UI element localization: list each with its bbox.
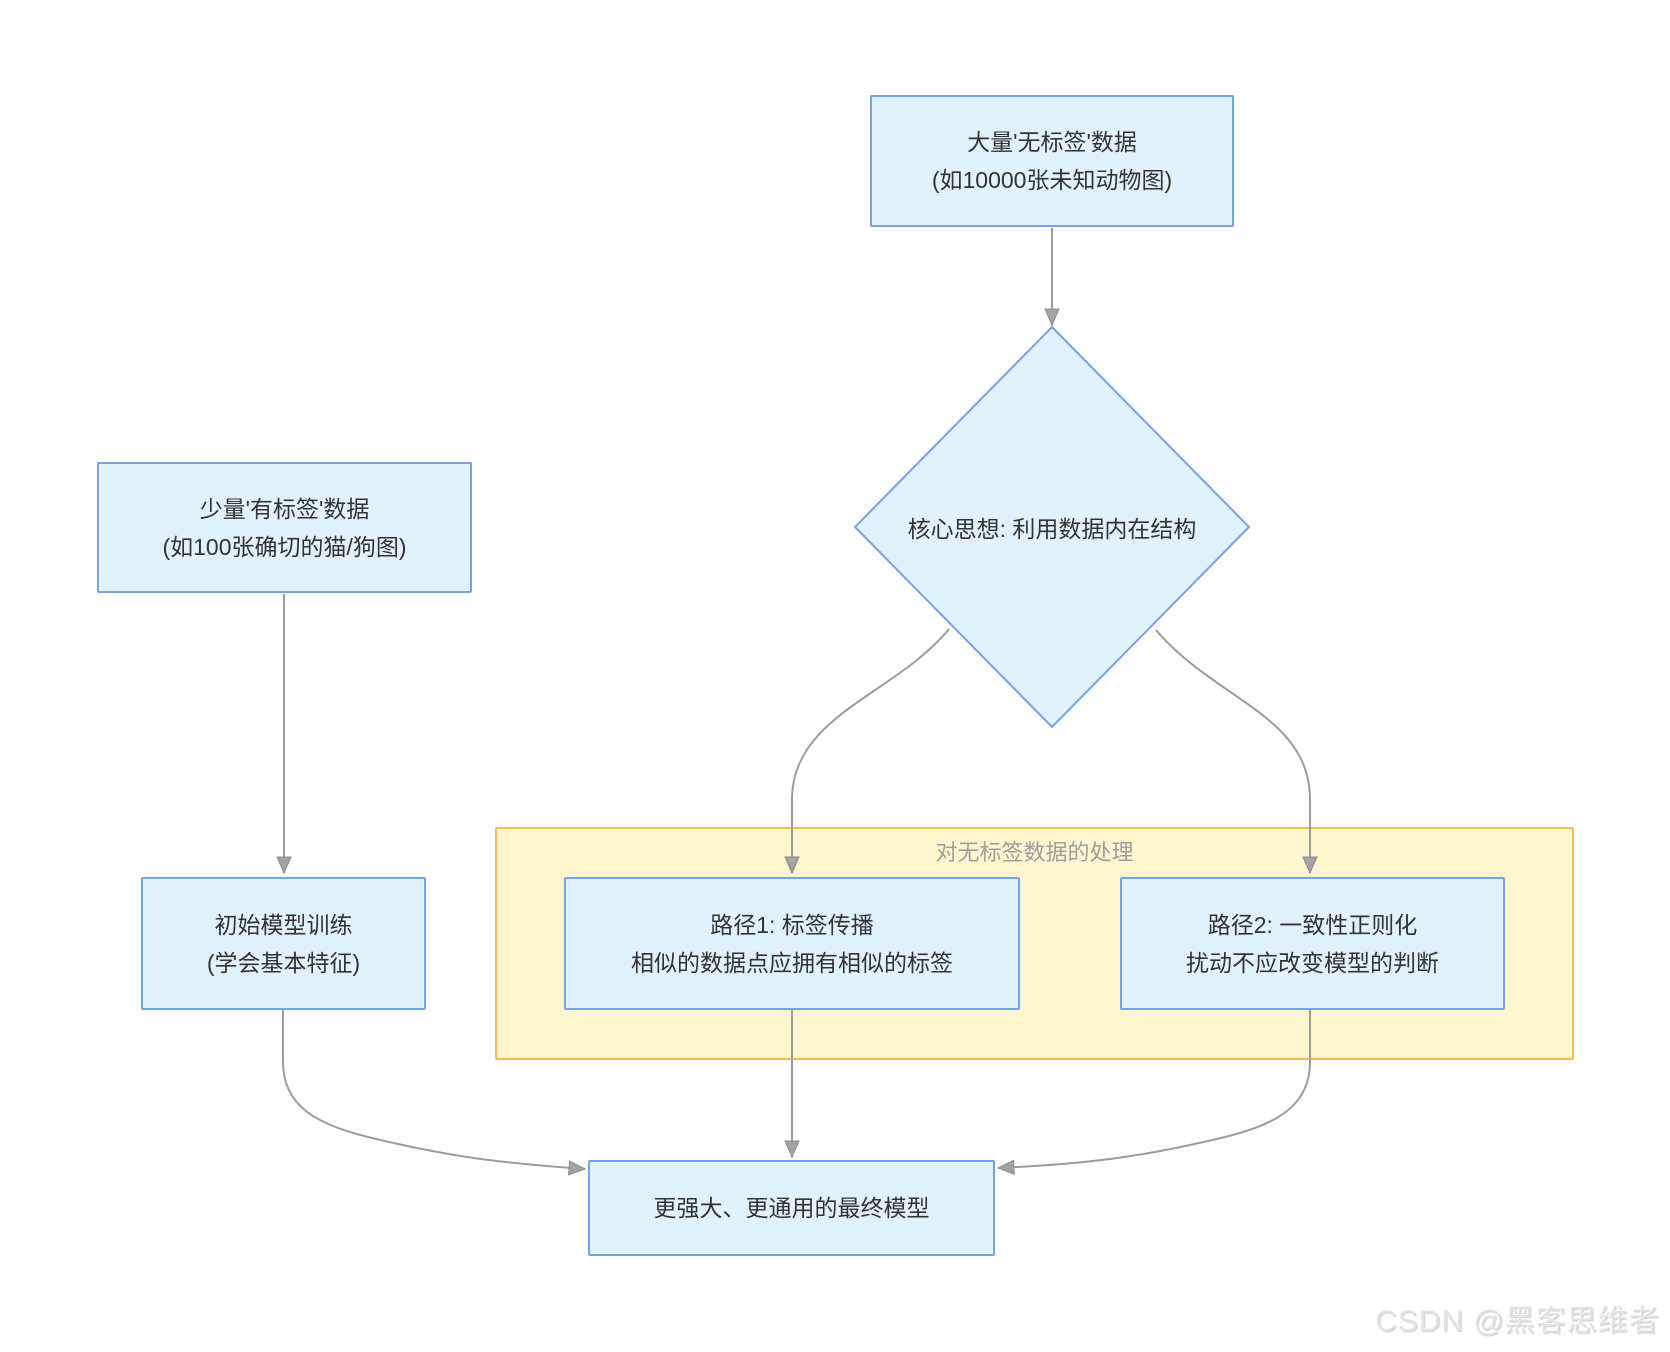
node-path1-label-propagation: 路径1: 标签传播 相似的数据点应拥有相似的标签 xyxy=(564,877,1020,1010)
node-initial-training: 初始模型训练 (学会基本特征) xyxy=(141,877,426,1010)
edge-core-idea-to-path1 xyxy=(792,628,950,873)
node-path1-line1: 路径1: 标签传播 xyxy=(710,911,874,938)
node-path2-consistency-regularization: 路径2: 一致性正则化 扰动不应改变模型的判断 xyxy=(1120,877,1505,1010)
node-final-model: 更强大、更通用的最终模型 xyxy=(588,1160,995,1256)
node-initial-training-line1: 初始模型训练 xyxy=(214,911,353,938)
node-labeled-data: 少量'有标签'数据 (如100张确切的猫/狗图) xyxy=(97,462,472,593)
node-unlabeled-data: 大量'无标签'数据 (如10000张未知动物图) xyxy=(870,95,1234,227)
node-labeled-data-line2: (如100张确切的猫/狗图) xyxy=(162,533,407,560)
node-unlabeled-data-line2: (如10000张未知动物图) xyxy=(931,167,1173,193)
edge-core-idea-to-path2 xyxy=(1155,629,1310,873)
container-unlabeled-data-processing-label: 对无标签数据的处理 xyxy=(935,840,1134,865)
node-labeled-data-line1: 少量'有标签'数据 xyxy=(199,495,370,522)
node-path2-line1: 路径2: 一致性正则化 xyxy=(1207,911,1418,938)
node-path2-line2: 扰动不应改变模型的判断 xyxy=(1186,949,1439,976)
node-final-model-label: 更强大、更通用的最终模型 xyxy=(653,1195,930,1221)
node-unlabeled-data-line1: 大量'无标签'数据 xyxy=(967,129,1137,155)
edge-path2-to-final xyxy=(998,1010,1311,1168)
edge-initial-training-to-final xyxy=(282,1010,585,1169)
node-path1-line2: 相似的数据点应拥有相似的标签 xyxy=(631,949,953,976)
csdn-watermark: CSDN @黑客思维者 xyxy=(1375,1305,1660,1338)
node-core-idea-label: 核心思想: 利用数据内在结构 xyxy=(907,516,1197,542)
node-initial-training-line2: (学会基本特征) xyxy=(206,949,361,976)
